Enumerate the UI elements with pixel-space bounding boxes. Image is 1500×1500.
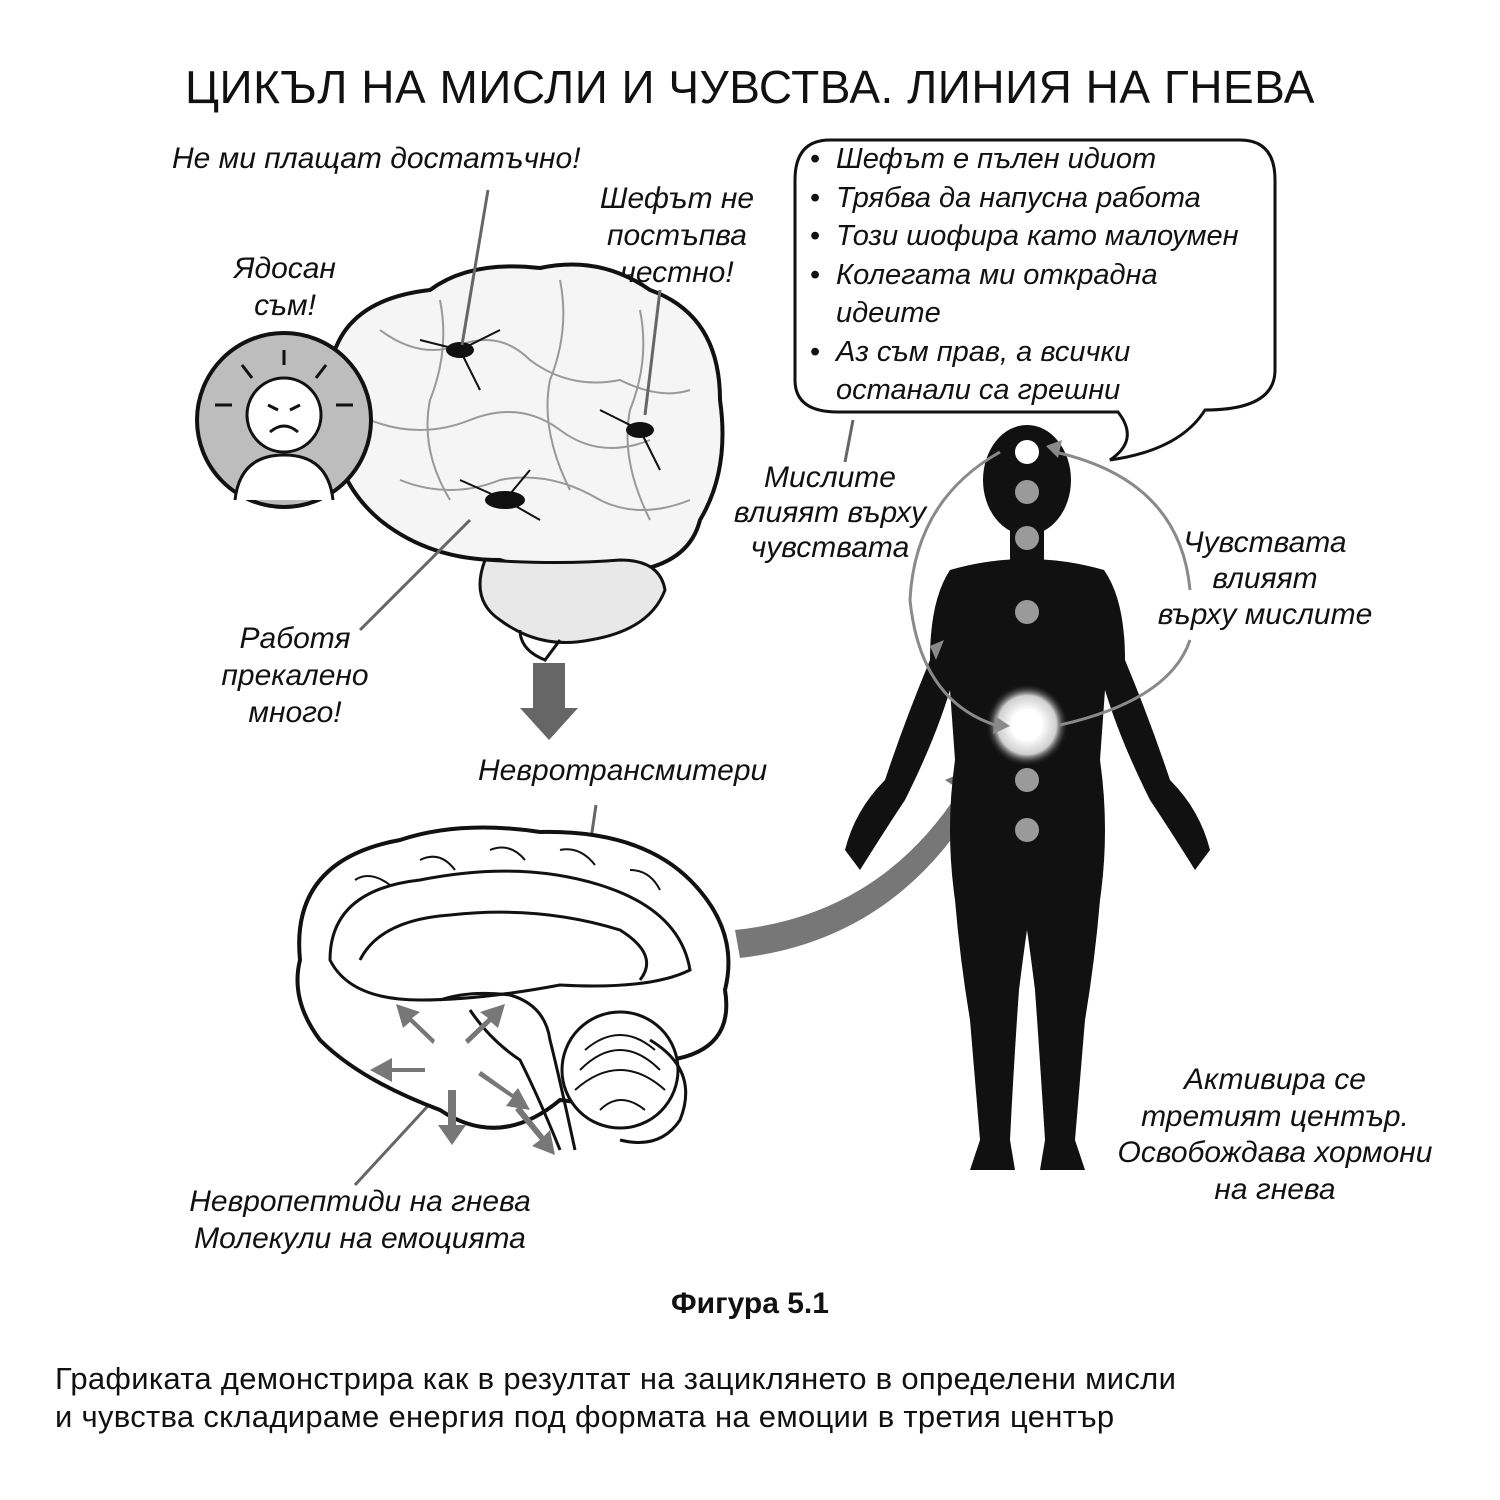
label-third-center: Активира се третият център. Освобождава … xyxy=(1090,1062,1460,1208)
angry-face-icon xyxy=(195,331,373,509)
bubble-item: Шефът е пълен идиот xyxy=(806,140,1239,179)
pointer-lines xyxy=(353,189,855,1187)
label-feelings-line1: Чувствата xyxy=(1183,526,1347,559)
label-feelings-affect-thoughts: Чувствата влияят върху мислите xyxy=(1140,525,1390,633)
thought-boss-unfair-line1: Шефът не xyxy=(599,182,755,215)
cycle-arrows xyxy=(908,450,1192,727)
thought-overwork-line2: прекалено xyxy=(221,659,369,692)
thought-boss-unfair: Шефът не постъпва честно! xyxy=(592,180,762,291)
bubble-item: Аз съм прав, а всички xyxy=(806,333,1239,372)
thought-boss-unfair-line2: постъпва xyxy=(606,219,747,252)
thought-boss-unfair-line3: честно! xyxy=(620,256,734,289)
label-feelings-line3: върху мислите xyxy=(1157,598,1373,631)
bubble-item-continuation: идеите xyxy=(836,297,941,329)
inner-brain xyxy=(295,825,731,1151)
thought-angry-line2: съм! xyxy=(254,289,316,322)
label-neurotransmitters: Невротрансмитери xyxy=(478,754,768,787)
down-arrow-icon xyxy=(520,663,578,740)
figure-label: Фигура 5.1 xyxy=(671,1287,829,1320)
label-thoughts-line1: Мислите xyxy=(764,461,896,494)
outer-brain xyxy=(326,262,725,662)
label-third-center-line4: на гнева xyxy=(1214,1172,1336,1206)
thought-not-paid: Не ми плащат достатъчно! xyxy=(172,142,581,175)
label-third-center-line2: третият център. xyxy=(1141,1099,1409,1133)
thought-angry: Ядосан съм! xyxy=(220,250,350,324)
bubble-item: Този шофира като малоумен xyxy=(806,217,1239,256)
thought-overwork: Работя прекалено много! xyxy=(210,620,380,731)
bubble-item-continuation: останали са грешни xyxy=(836,374,1121,406)
caption-line2: и чувства складираме енергия под формата… xyxy=(55,1399,1115,1434)
thought-angry-line1: Ядосан xyxy=(234,252,336,285)
label-neuropeptides: Невропептиди на гнева Молекули на емоция… xyxy=(160,1183,560,1257)
page-title: ЦИКЪЛ НА МИСЛИ И ЧУВСТВА. ЛИНИЯ НА ГНЕВА xyxy=(185,61,1315,113)
caption-line1: Графиката демонстрира как в резултат на … xyxy=(55,1361,1177,1396)
label-neuropeptides-line2: Молекули на емоцията xyxy=(194,1222,526,1255)
label-third-center-line1: Активира се xyxy=(1184,1063,1366,1096)
bubble-item: Трябва да напусна работа xyxy=(806,179,1239,218)
bubble-item: Колегата ми открадна xyxy=(806,256,1239,295)
thought-overwork-line3: много! xyxy=(248,696,342,729)
label-feelings-line2: влияят xyxy=(1212,562,1318,595)
label-thoughts-affect-feelings: Мислите влияят върху чувствата xyxy=(720,460,940,565)
thought-overwork-line1: Работя xyxy=(239,622,351,655)
label-neuropeptides-line1: Невропептиди на гнева xyxy=(189,1185,531,1218)
label-thoughts-line3: чувствата xyxy=(750,531,910,564)
peptide-arrows xyxy=(370,1004,555,1155)
figure-caption: Графиката демонстрира как в резултат на … xyxy=(55,1360,1176,1436)
chakra-dots xyxy=(985,440,1069,842)
cycle-arrow-heads xyxy=(930,440,1062,734)
label-thoughts-line2: влияят върху xyxy=(733,496,927,529)
bubble-thought-list: Шефът е пълен идиот Трябва да напусна ра… xyxy=(806,140,1239,410)
label-third-center-line3: Освобождава хормони xyxy=(1117,1136,1433,1169)
